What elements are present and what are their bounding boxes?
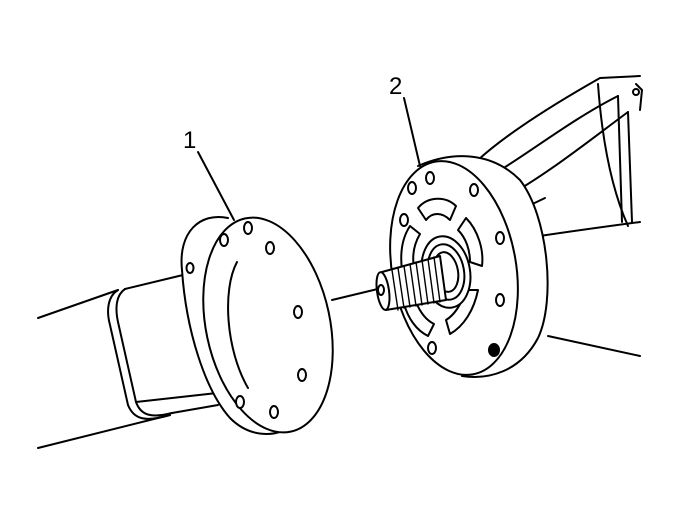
- callout-1-leader: [197, 151, 235, 221]
- callout-2-label: 2: [389, 73, 403, 100]
- pinion-spline-shaft: [375, 255, 447, 311]
- callout-2-leader: [403, 97, 421, 167]
- callout-1-label: 1: [183, 127, 197, 154]
- axle-housing: [389, 75, 643, 378]
- propeller-shaft: [37, 215, 334, 449]
- alignment-line: [331, 287, 383, 301]
